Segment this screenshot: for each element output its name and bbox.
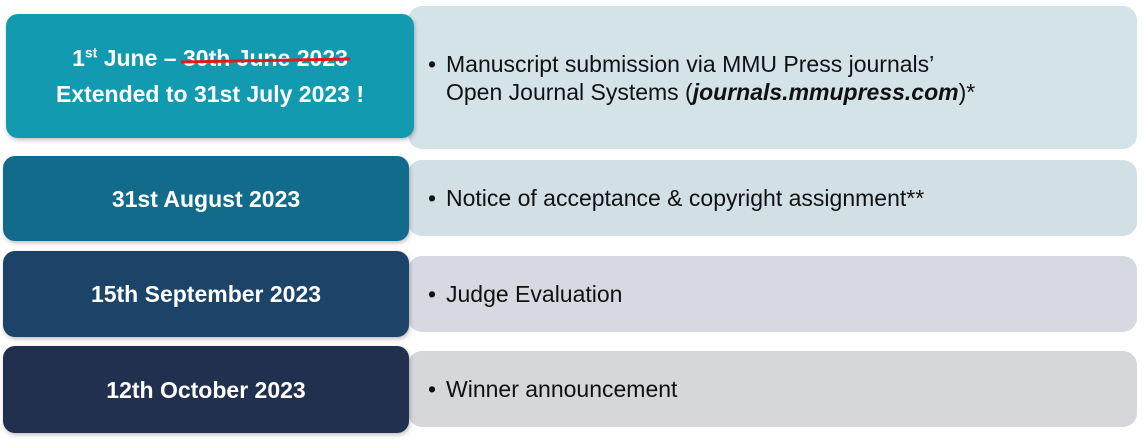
detail-panel-acceptance: Notice of acceptance & copyright assignm…: [408, 160, 1137, 236]
date-acceptance: 31st August 2023: [111, 185, 301, 212]
date-box-acceptance: 31st August 2023: [3, 156, 409, 241]
detail-panel-evaluation: Judge Evaluation: [408, 256, 1137, 332]
date-box-announcement: 12th October 2023: [3, 346, 409, 433]
detail-text-submission: Manuscript submission via MMU Press jour…: [408, 50, 975, 106]
struck-deadline: 30th June 2023: [183, 40, 348, 76]
date-day: 1: [72, 45, 85, 71]
date-evaluation: 15th September 2023: [90, 281, 322, 307]
date-ordinal-suffix: st: [84, 44, 98, 61]
detail-text-acceptance: Notice of acceptance & copyright assignm…: [408, 184, 924, 212]
date-submission-extended: Extended to 31st July 2023 !: [55, 81, 365, 107]
date-box-evaluation: 15th September 2023: [3, 251, 409, 337]
detail-text-announcement: Winner announcement: [408, 375, 677, 403]
detail-text-evaluation: Judge Evaluation: [408, 280, 622, 308]
detail-submission-line2-pre: Open Journal Systems (: [446, 78, 693, 105]
detail-panel-announcement: Winner announcement: [408, 351, 1137, 427]
journals-link-text: journals.mmupress.com: [692, 78, 959, 105]
date-box-submission: 1st June – 30th June 2023 Extended to 31…: [6, 14, 414, 138]
detail-submission-line2-post: )*: [958, 78, 976, 105]
date-submission-original: 1st June – 30th June 2023: [72, 40, 348, 76]
date-month-range: June –: [97, 45, 183, 71]
detail-submission-line1: Manuscript submission via MMU Press jour…: [446, 50, 935, 77]
date-announcement: 12th October 2023: [106, 376, 306, 403]
detail-panel-submission: Manuscript submission via MMU Press jour…: [408, 6, 1137, 149]
detail-submission-line2: Open Journal Systems (journals.mmupress.…: [446, 79, 975, 105]
